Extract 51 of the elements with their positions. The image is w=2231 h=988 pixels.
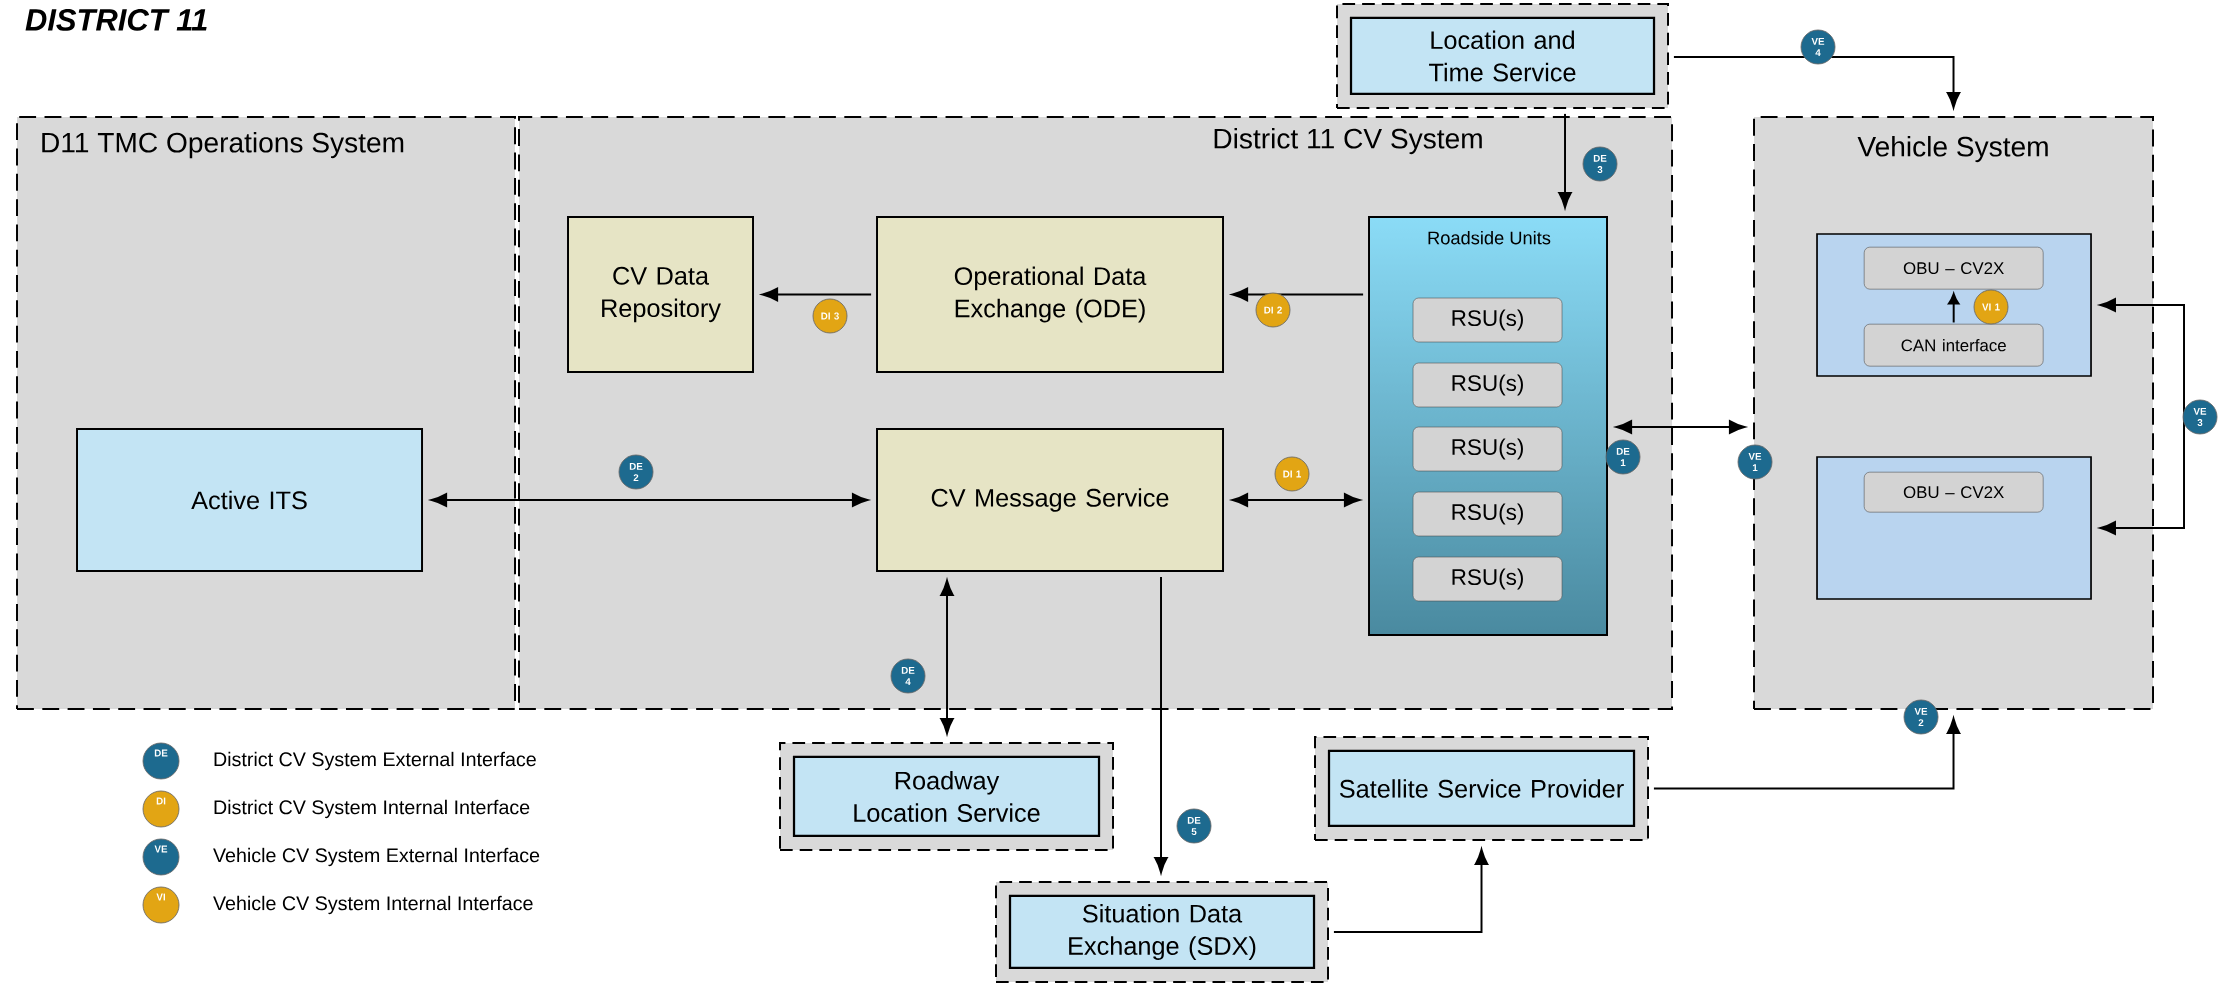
component-box: CV Message Service bbox=[876, 428, 1224, 572]
arrow bbox=[1558, 112, 1572, 209]
badge-letters: VE bbox=[154, 845, 168, 853]
interface-badge: DI 1 bbox=[1274, 456, 1310, 492]
interface-badge: VE 1 bbox=[1737, 444, 1773, 480]
arrow bbox=[1672, 56, 1961, 109]
interface-badge: VE 2 bbox=[1903, 699, 1939, 735]
interface-badge: VI 1 bbox=[1973, 289, 2009, 325]
legend-text: District CV System External Interface bbox=[214, 751, 536, 771]
rsu-box: RSU(s) bbox=[1412, 297, 1563, 343]
rsu-box: RSU(s) bbox=[1412, 362, 1563, 408]
badge-letters: DE bbox=[154, 749, 168, 757]
component-box: Active ITS bbox=[76, 428, 423, 572]
badge-letters: VI bbox=[156, 893, 165, 901]
heading: DISTRICT 11 bbox=[25, 8, 207, 31]
arrow bbox=[1332, 848, 1489, 933]
interface-badge: DE 5 bbox=[1176, 808, 1212, 844]
interface-badge: DE 3 bbox=[1582, 146, 1618, 182]
arrow bbox=[940, 579, 954, 735]
module-box: CAN interface bbox=[1863, 323, 2044, 367]
module-box: OBU – CV2X bbox=[1863, 246, 2044, 290]
arrow bbox=[761, 287, 873, 302]
arrow bbox=[1615, 420, 1746, 434]
arrow bbox=[1947, 292, 1960, 324]
interface-badge: DE 4 bbox=[890, 658, 926, 694]
arrow bbox=[1231, 493, 1361, 507]
legend-text: District CV System Internal Interface bbox=[214, 799, 530, 819]
arrow bbox=[1652, 717, 1961, 790]
interface-badge: VE 4 bbox=[1800, 29, 1836, 65]
external-service-box: Location and Time Service bbox=[1336, 3, 1669, 109]
component-box: CV Data Repository bbox=[567, 216, 754, 373]
arrow bbox=[1154, 575, 1168, 874]
arrow bbox=[430, 493, 869, 507]
external-service-box: Roadway Location Service bbox=[779, 742, 1114, 851]
rsu-box: RSU(s) bbox=[1412, 426, 1563, 472]
arrow bbox=[2099, 298, 2185, 535]
interface-badge: DI 2 bbox=[1255, 292, 1291, 328]
interface-badge: DE 1 bbox=[1605, 439, 1641, 475]
rsu-box: RSU(s) bbox=[1412, 491, 1563, 537]
rsu-box: RSU(s) bbox=[1412, 556, 1563, 602]
legend-text: Vehicle CV System External Interface bbox=[213, 847, 540, 867]
legend-text: Vehicle CV System Internal Interface bbox=[213, 895, 533, 915]
external-service-box: Situation Data Exchange (SDX) bbox=[995, 881, 1329, 983]
component-box: Operational Data Exchange (ODE) bbox=[876, 216, 1224, 373]
external-service-box: Satellite Service Provider bbox=[1314, 736, 1649, 841]
interface-badge: VE 3 bbox=[2182, 399, 2218, 435]
interface-badge: DE 2 bbox=[618, 454, 654, 490]
interface-badge: DI 3 bbox=[812, 298, 848, 334]
arrow bbox=[1231, 287, 1365, 302]
badge-letters: DI bbox=[156, 797, 166, 805]
module-box: OBU – CV2X bbox=[1863, 471, 2044, 513]
